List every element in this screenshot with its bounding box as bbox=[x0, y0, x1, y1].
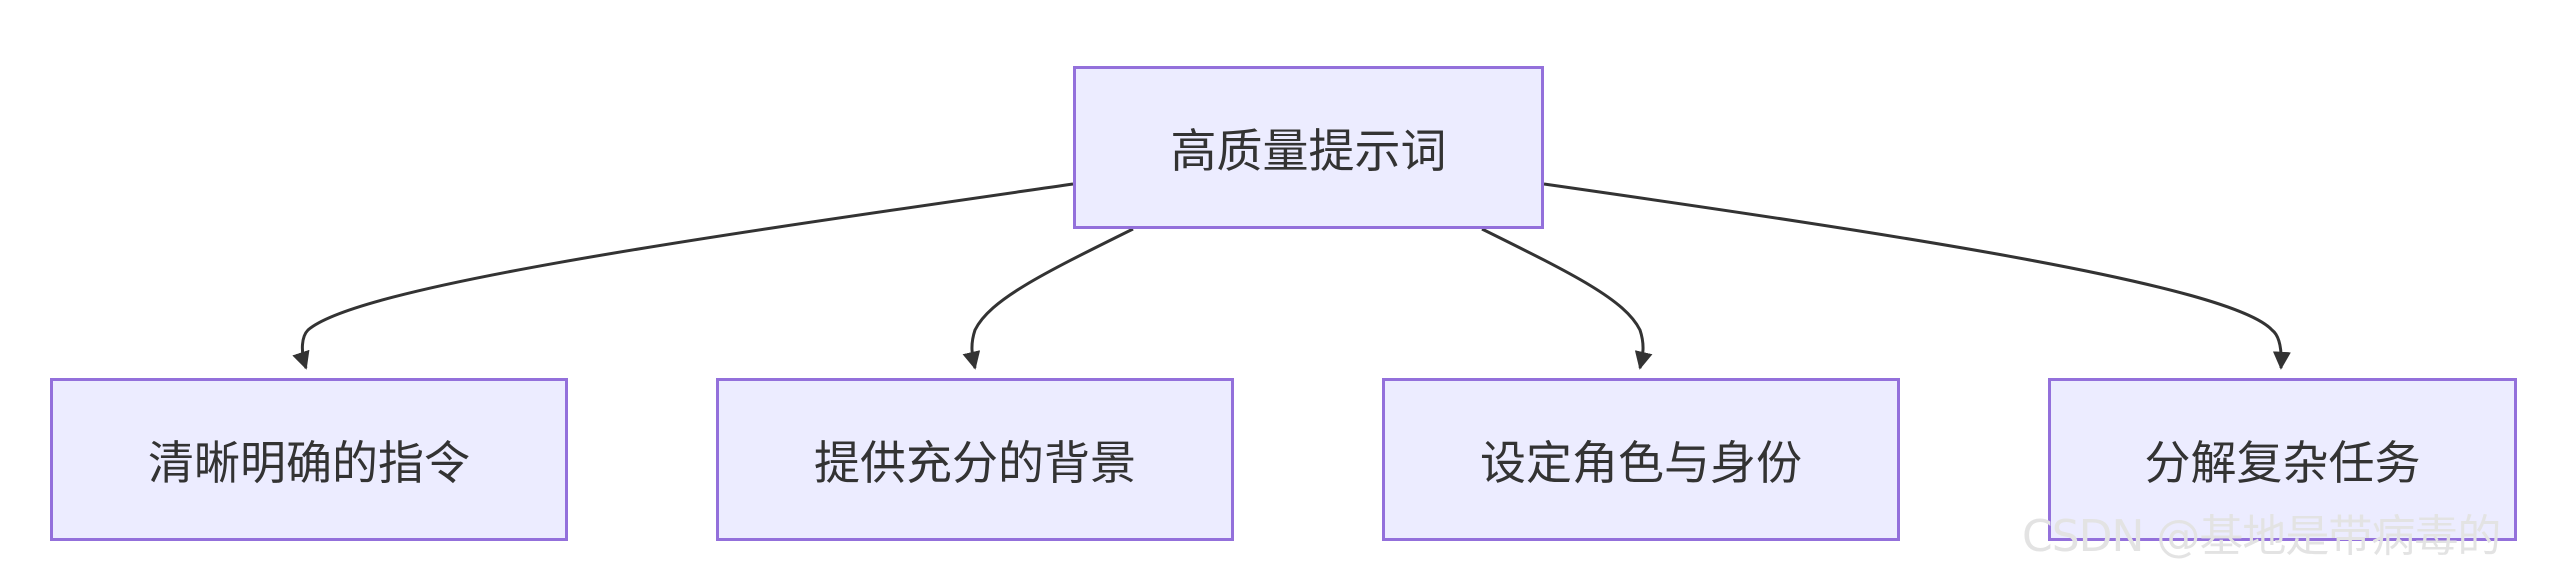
edge-root-to-c4 bbox=[1543, 182, 2291, 370]
child-node-label: 提供充分的背景 bbox=[814, 435, 1136, 490]
edge-root-to-c1 bbox=[292, 182, 1074, 370]
edge-root-to-c2 bbox=[962, 227, 1134, 370]
child-node-label: 分解复杂任务 bbox=[2144, 435, 2421, 490]
edge-root-to-c3 bbox=[1481, 227, 1653, 370]
watermark-text: CSDN @基地是带病毒的 bbox=[2022, 511, 2501, 562]
child-node-clear-instructions: 清晰明确的指令 bbox=[50, 378, 568, 541]
child-node-decompose-tasks: 分解复杂任务 bbox=[2048, 378, 2517, 541]
child-node-label: 设定角色与身份 bbox=[1480, 435, 1802, 490]
root-node-label: 高质量提示词 bbox=[1170, 123, 1447, 178]
root-node: 高质量提示词 bbox=[1073, 66, 1544, 229]
child-node-provide-context: 提供充分的背景 bbox=[716, 378, 1234, 541]
child-node-set-role: 设定角色与身份 bbox=[1382, 378, 1900, 541]
child-node-label: 清晰明确的指令 bbox=[148, 435, 470, 490]
